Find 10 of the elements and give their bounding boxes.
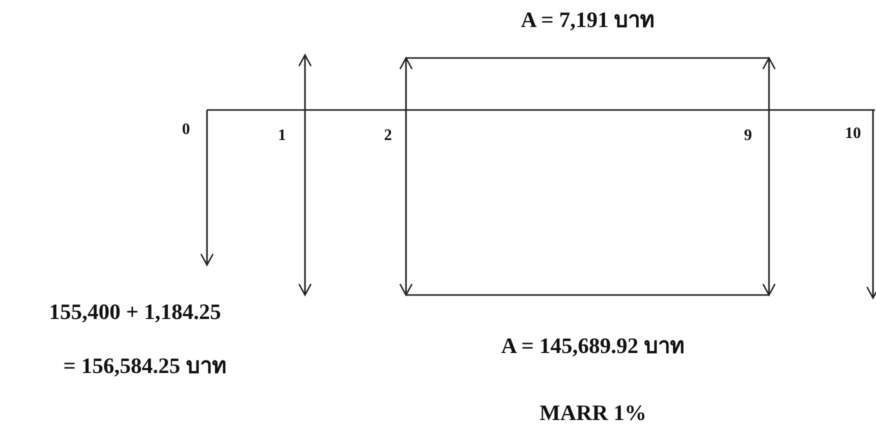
period-label: 0	[182, 121, 190, 139]
period-label: 9	[744, 127, 752, 145]
amount-label: = 156,584.25 บาท	[63, 354, 227, 378]
period-label: 10	[845, 125, 861, 143]
amount-label: A = 7,191 บาท	[520, 8, 656, 32]
rate-label: MARR 1%	[540, 400, 646, 426]
period-label: 2	[384, 127, 392, 145]
period-label: 1	[278, 127, 286, 145]
amount-label: A = 145,689.92 บาท	[501, 334, 685, 358]
amount-label: 155,400 + 1,184.25	[48, 300, 222, 324]
